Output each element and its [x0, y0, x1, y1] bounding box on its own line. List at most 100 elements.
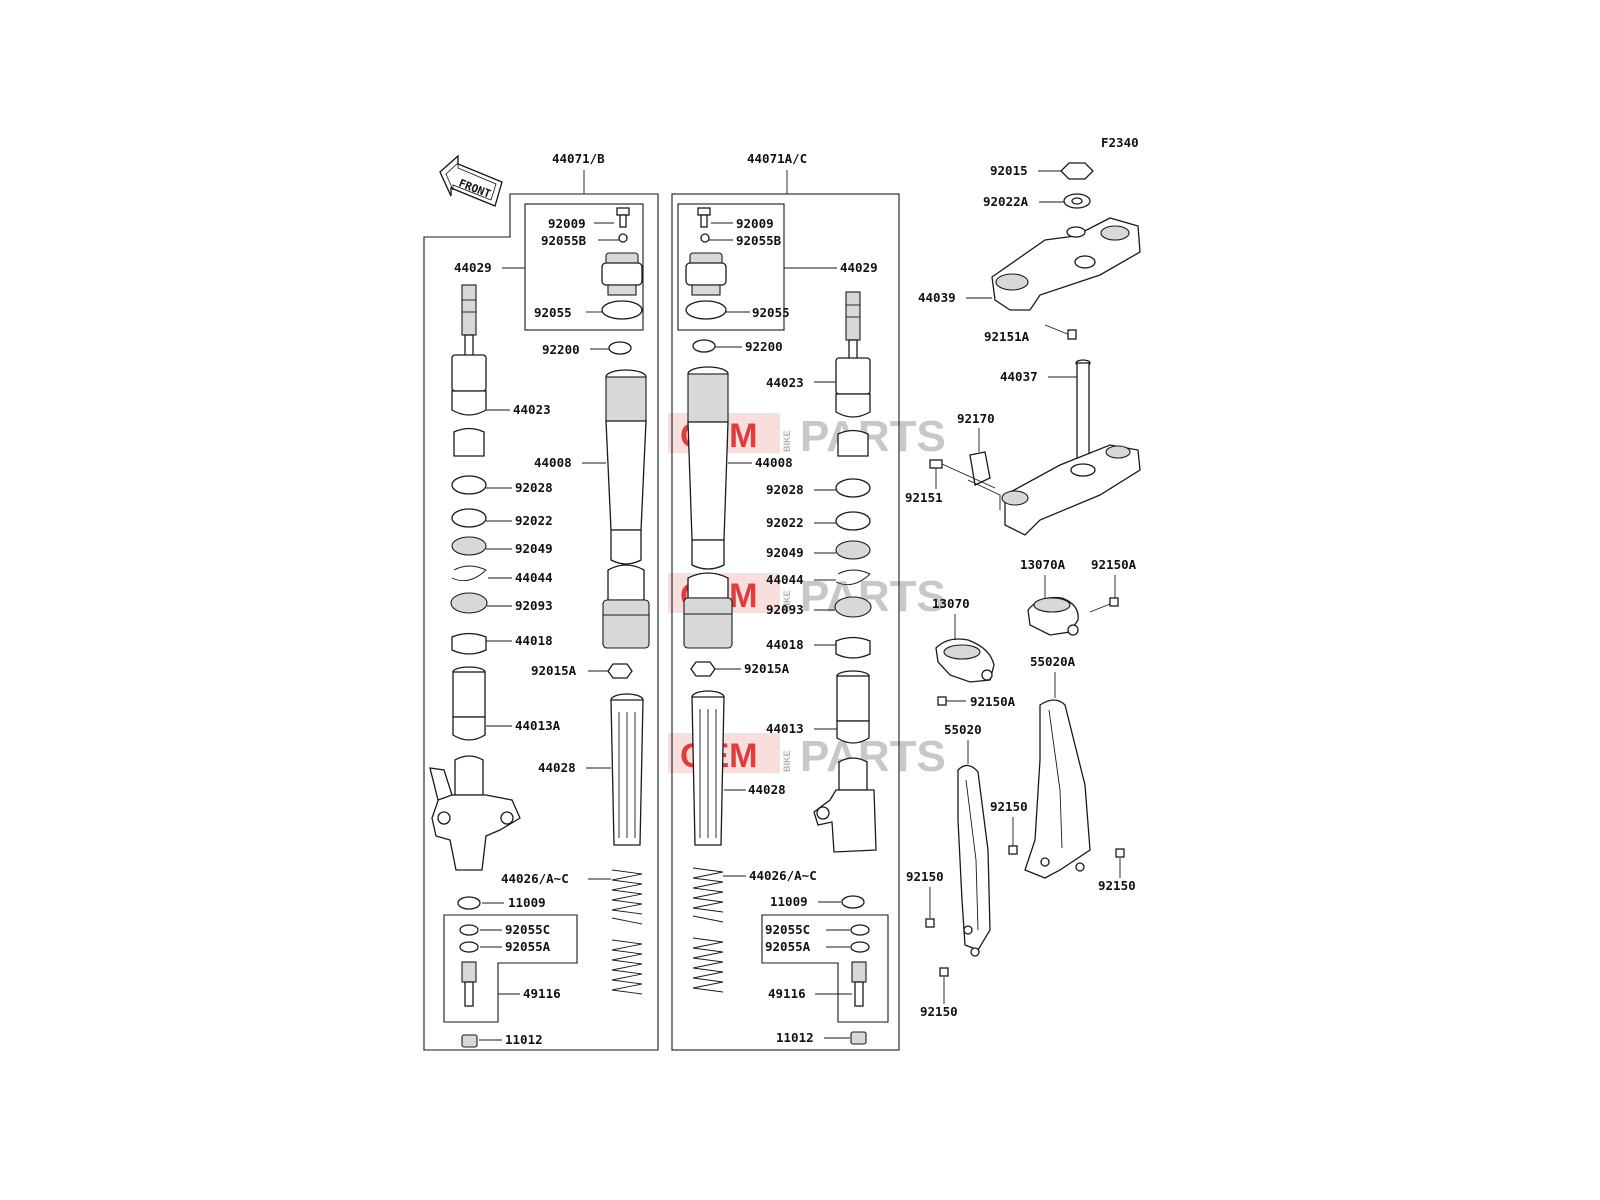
inner-tube-44008 — [602, 369, 650, 649]
label-11009-left: 11009 — [508, 895, 546, 910]
o-ring-92055c — [850, 924, 870, 936]
label-92055c-right: 92055C — [765, 922, 810, 937]
fork-guard-55020 — [957, 764, 991, 957]
bushing-92028 — [451, 475, 487, 495]
label-55020: 55020 — [944, 722, 982, 737]
label-44018-left: 44018 — [515, 633, 553, 648]
assembly-label-right: 44071A/C — [747, 151, 807, 166]
label-92150-a: 92150 — [990, 799, 1028, 814]
label-44018-right: 44018 — [766, 637, 804, 652]
cap-bolt-92009 — [697, 207, 711, 228]
label-44023-left: 44023 — [513, 402, 551, 417]
spring-44026 — [611, 869, 643, 995]
label-44026-right: 44026/A~C — [749, 868, 817, 883]
o-ring-92055c — [459, 924, 479, 936]
front-arrow: FRONT — [439, 154, 503, 207]
label-44044-right: 44044 — [766, 572, 804, 587]
retaining-ring-44044 — [835, 569, 871, 586]
o-ring-92055b — [618, 233, 628, 243]
label-92093-right: 92093 — [766, 602, 804, 617]
washer-11009 — [841, 895, 865, 909]
label-11012-left: 11012 — [505, 1032, 543, 1047]
label-44028-right: 44028 — [748, 782, 786, 797]
bolt-92150a-top — [1089, 597, 1119, 613]
label-92055b-left: 92055B — [541, 233, 587, 248]
label-92151: 92151 — [905, 490, 943, 505]
washer-92200 — [692, 339, 716, 353]
valve-49116 — [461, 961, 477, 1007]
valve-49116 — [851, 961, 867, 1007]
label-92055b-right: 92055B — [736, 233, 782, 248]
label-92055c-left: 92055C — [505, 922, 550, 937]
upper-clamp-44039 — [991, 217, 1141, 311]
label-92028-right: 92028 — [766, 482, 804, 497]
bolt-92151a — [1044, 324, 1077, 340]
guard-group: 13070A 92150A 13070 92150A 55020A 55020 … — [906, 557, 1137, 1019]
o-ring-92055a — [459, 941, 479, 953]
label-13070: 13070 — [932, 596, 970, 611]
nut-92015a — [607, 663, 633, 679]
label-44029-right: 44029 — [840, 260, 878, 275]
label-44013a-left: 44013A — [515, 718, 561, 733]
retaining-ring-44044 — [451, 565, 487, 582]
label-44044-left: 44044 — [515, 570, 553, 585]
label-44008-right: 44008 — [755, 455, 793, 470]
damper-rod-44023 — [451, 284, 487, 457]
cartridge-44028 — [610, 693, 644, 846]
assembly-label-left: 44071/B — [552, 151, 605, 166]
steering-group: 92015 92022A 44039 92151A 44037 92170 92… — [905, 162, 1141, 536]
guide-13070 — [935, 638, 995, 683]
left-fork-assembly: 44071/B — [423, 151, 659, 1051]
watermark-parts-text: PARTS — [800, 572, 946, 621]
label-49116-left: 49116 — [523, 986, 561, 1001]
bushing-92028 — [835, 478, 871, 498]
label-92049-right: 92049 — [766, 545, 804, 560]
label-92015: 92015 — [990, 163, 1028, 178]
label-49116-right: 49116 — [768, 986, 806, 1001]
dust-seal-92093 — [834, 596, 872, 618]
washer-92200 — [608, 341, 632, 355]
bolt-92150-c — [925, 918, 935, 928]
label-44013-right: 44013 — [766, 721, 804, 736]
label-92170: 92170 — [957, 411, 995, 426]
right-fork-assembly: 44071A/C — [671, 151, 900, 1051]
fork-guard-55020a — [1024, 699, 1091, 879]
oil-seal-92049 — [451, 536, 487, 556]
label-92150-d: 92150 — [920, 1004, 958, 1019]
stem-44037 — [1075, 359, 1091, 469]
label-92150-c: 92150 — [906, 869, 944, 884]
label-92200-left: 92200 — [542, 342, 580, 357]
washer-11009 — [457, 896, 481, 910]
label-92150a: 92150A — [970, 694, 1016, 709]
label-92055a-right: 92055A — [765, 939, 811, 954]
inner-tube-44008 — [683, 366, 733, 649]
fork-cap-44029 — [601, 252, 643, 296]
watermark-bike-text: BIKE — [782, 750, 792, 772]
bushing-44018 — [835, 636, 871, 659]
label-92055-right: 92055 — [752, 305, 790, 320]
label-11009-right: 11009 — [770, 894, 808, 909]
label-44008-left: 44008 — [534, 455, 572, 470]
o-ring-92055a — [850, 941, 870, 953]
label-92151a: 92151A — [984, 329, 1030, 344]
watermark-bike-text: BIKE — [782, 430, 792, 452]
label-44037: 44037 — [1000, 369, 1038, 384]
label-92200-right: 92200 — [745, 339, 783, 354]
bolt-92150a — [937, 696, 966, 706]
watermark-parts-text: PARTS — [800, 412, 946, 461]
figure-code: F2340 — [1101, 135, 1139, 150]
label-92150a-top: 92150A — [1091, 557, 1137, 572]
label-92055-left: 92055 — [534, 305, 572, 320]
label-11012-right: 11012 — [776, 1030, 814, 1045]
cable-guide-92170 — [967, 451, 1001, 510]
bolt-92150-d — [939, 967, 949, 977]
label-92015a-right: 92015A — [744, 661, 790, 676]
o-ring-92055 — [685, 300, 727, 320]
label-44029-left: 44029 — [454, 260, 492, 275]
label-55020a: 55020A — [1030, 654, 1076, 669]
label-44026-left: 44026/A~C — [501, 871, 569, 886]
dust-seal-92093 — [450, 592, 488, 614]
lower-clamp-stem-44037 — [1001, 444, 1141, 536]
label-92055a-left: 92055A — [505, 939, 551, 954]
cap-11012 — [850, 1031, 867, 1045]
